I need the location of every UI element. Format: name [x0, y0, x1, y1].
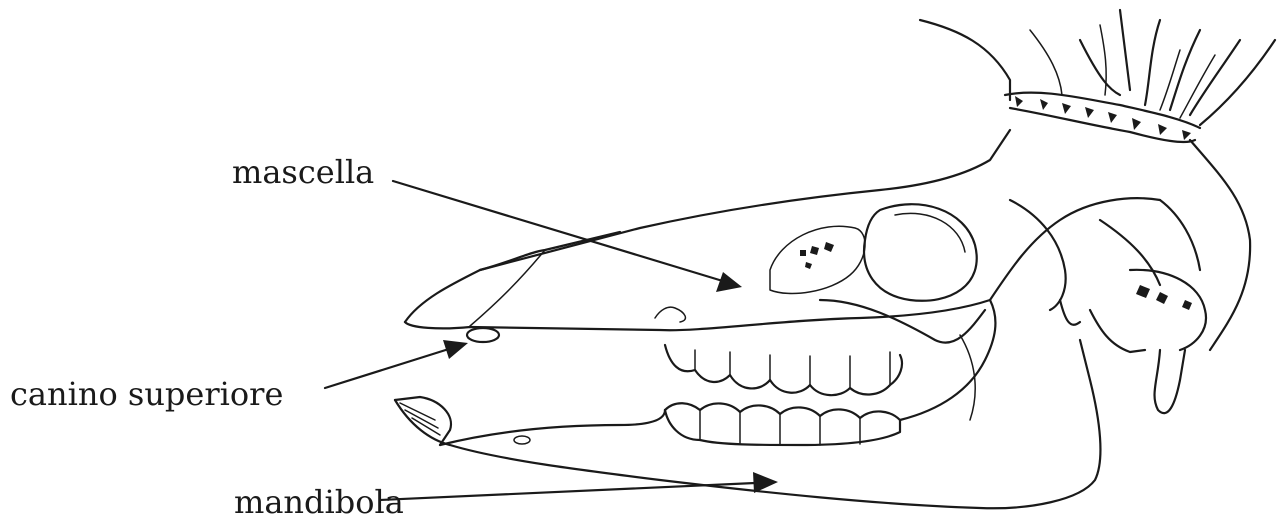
cranium [405, 130, 1250, 413]
antler [920, 10, 1275, 142]
lower-tooth-row [665, 403, 900, 445]
label-mascella: mascella [232, 156, 374, 188]
arrow-mascella [393, 181, 742, 292]
upper-tooth-row [665, 345, 902, 395]
mandible [395, 300, 1100, 508]
upper-canine [467, 328, 499, 342]
label-mandibola: mandibola [234, 486, 404, 518]
label-canino-superiore: canino superiore [10, 378, 283, 410]
arrow-canino [325, 340, 468, 388]
